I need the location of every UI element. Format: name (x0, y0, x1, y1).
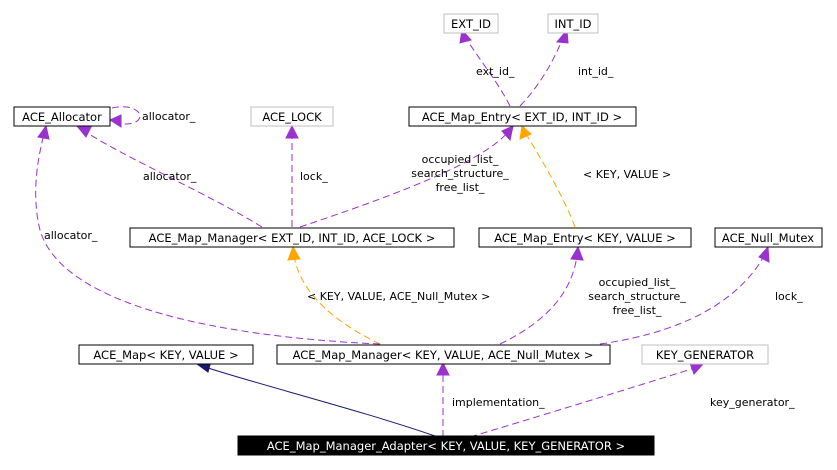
node-key-generator-label: KEY_GENERATOR (656, 348, 754, 362)
node-ace-lock-label: ACE_LOCK (262, 110, 322, 124)
edge-occupied-lower (499, 255, 578, 345)
node-map-entry-key-value[interactable]: ACE_Map_Entry< KEY, VALUE > (478, 227, 692, 248)
edge-occupied-upper (299, 131, 509, 228)
label-occupied-upper-1: occupied_list_ (422, 153, 499, 166)
label-template-null-mutex: < KEY, VALUE, ACE_Null_Mutex > (307, 290, 490, 303)
edge-allocator-mid (83, 130, 263, 228)
edge-key-generator (469, 367, 696, 438)
edge-allocator-self (111, 106, 141, 125)
node-adapter[interactable]: ACE_Map_Manager_Adapter< KEY, VALUE, KEY… (237, 435, 655, 456)
node-map-manager-ext-int-lock-label: ACE_Map_Manager< EXT_ID, INT_ID, ACE_LOC… (149, 231, 436, 245)
node-ace-null-mutex-label: ACE_Null_Mutex (722, 231, 814, 245)
edge-allocator-left-arrowhead (37, 124, 50, 140)
label-key-generator: key_generator_ (710, 396, 795, 409)
edge-allocator-mid-arrowhead (75, 125, 92, 138)
edge-lock-lower-arrowhead (758, 245, 770, 263)
node-map-manager-ext-int-lock[interactable]: ACE_Map_Manager< EXT_ID, INT_ID, ACE_LOC… (129, 227, 455, 248)
node-map-entry-key-value-label: ACE_Map_Entry< KEY, VALUE > (494, 231, 676, 245)
node-map-manager-key-value-null-label: ACE_Map_Manager< KEY, VALUE, ACE_Null_Mu… (293, 348, 594, 362)
edge-occupied-lower-arrowhead (570, 245, 584, 261)
edge-template-entry (525, 133, 576, 228)
label-occupied-lower-1: occupied_list_ (599, 276, 676, 289)
node-ace-map-key-value[interactable]: ACE_Map< KEY, VALUE > (78, 344, 254, 365)
label-occupied-lower-2: search_structure_ (588, 290, 686, 303)
node-ace-lock[interactable]: ACE_LOCK (250, 106, 334, 127)
edge-labels: ext_id_ int_id_ allocator_ allocator_ lo… (44, 65, 803, 409)
edge-occupied-upper-arrowhead (501, 125, 514, 142)
label-lock-upper: lock_ (300, 170, 328, 183)
label-lock-lower: lock_ (775, 290, 803, 303)
label-template-key-value: < KEY, VALUE > (583, 168, 671, 181)
edge-implementation-arrowhead (436, 361, 450, 376)
label-occupied-upper-3: free_list_ (436, 181, 485, 194)
node-ext-id[interactable]: EXT_ID (443, 13, 499, 34)
node-ace-map-key-value-label: ACE_Map< KEY, VALUE > (93, 348, 238, 362)
edge-inheritance (204, 366, 439, 438)
label-int-id: int_id_ (578, 65, 614, 78)
nodes: EXT_ID INT_ID ACE_Allocator ACE_LOCK ACE… (13, 13, 823, 456)
node-ext-id-label: EXT_ID (451, 17, 491, 31)
node-ace-allocator-label: ACE_Allocator (22, 110, 102, 124)
label-allocator-self: allocator_ (142, 110, 196, 123)
node-int-id-label: INT_ID (554, 17, 591, 31)
node-map-manager-key-value-null[interactable]: ACE_Map_Manager< KEY, VALUE, ACE_Null_Mu… (276, 344, 611, 365)
label-allocator-mid: allocator_ (143, 170, 197, 183)
edge-template-manager-arrowhead (287, 245, 301, 261)
label-allocator-left: allocator_ (44, 229, 98, 242)
edge-allocator-self-arrowhead (108, 114, 122, 128)
node-key-generator[interactable]: KEY_GENERATOR (641, 344, 769, 365)
edge-template-entry-arrowhead (519, 125, 532, 140)
edges (35, 28, 770, 438)
node-ace-null-mutex[interactable]: ACE_Null_Mutex (714, 227, 823, 248)
label-occupied-lower-3: free_list_ (613, 304, 662, 317)
label-implementation: implementation_ (452, 396, 545, 409)
edge-int-id (519, 37, 564, 107)
node-int-id[interactable]: INT_ID (547, 13, 599, 34)
node-map-entry-ext-int[interactable]: ACE_Map_Entry< EXT_ID, INT_ID > (408, 106, 637, 127)
node-ace-allocator[interactable]: ACE_Allocator (13, 106, 111, 127)
label-ext-id: ext_id_ (476, 65, 515, 78)
edge-allocator-left (35, 133, 381, 345)
edge-lock-lower (599, 255, 765, 345)
edge-key-generator-arrowhead (689, 362, 705, 375)
edge-template-manager (293, 255, 381, 345)
node-map-entry-ext-int-label: ACE_Map_Entry< EXT_ID, INT_ID > (422, 110, 622, 124)
label-occupied-upper-2: search_structure_ (411, 167, 509, 180)
edge-lock-upper-arrowhead (285, 124, 299, 139)
node-adapter-label: ACE_Map_Manager_Adapter< KEY, VALUE, KEY… (267, 439, 625, 453)
